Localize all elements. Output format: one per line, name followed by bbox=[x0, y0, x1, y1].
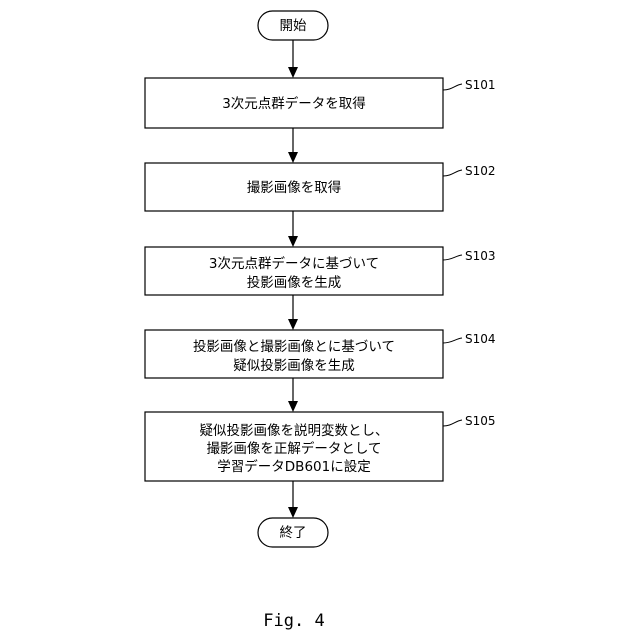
step-s103-text-line-2: 投影画像を生成 bbox=[247, 275, 342, 291]
step-s101: 3次元点群データを取得 S101 bbox=[145, 78, 496, 128]
step-s102: 撮影画像を取得 S102 bbox=[145, 163, 496, 211]
step-s101-id: S101 bbox=[465, 78, 496, 92]
start-terminal-label: 開始 bbox=[280, 18, 307, 34]
arrowhead bbox=[288, 319, 298, 330]
connector-s105-to-end bbox=[288, 481, 298, 518]
arrowhead bbox=[288, 401, 298, 412]
step-s101-text-line-1: 3次元点群データを取得 bbox=[222, 95, 366, 112]
step-s104-text-line-2: 疑似投影画像を生成 bbox=[233, 358, 355, 374]
start-terminal: 開始 bbox=[258, 11, 328, 40]
connector-s102-to-s103 bbox=[288, 211, 298, 247]
step-s105-id: S105 bbox=[465, 414, 496, 428]
step-s104-text-line-1: 投影画像と撮影画像とに基づいて bbox=[193, 338, 395, 355]
step-s104-id: S104 bbox=[465, 332, 496, 346]
step-s104-leader-line bbox=[443, 338, 462, 343]
connector-s103-to-s104 bbox=[288, 295, 298, 330]
step-s105-text-line-2: 撮影画像を正解データとして bbox=[206, 440, 381, 457]
step-s103-leader-line bbox=[443, 255, 462, 260]
arrowhead bbox=[288, 507, 298, 518]
step-s102-id: S102 bbox=[465, 164, 496, 178]
step-s103: 3次元点群データに基づいて 投影画像を生成 S103 bbox=[145, 247, 496, 295]
arrowhead bbox=[288, 67, 298, 78]
step-s102-text-line-1: 撮影画像を取得 bbox=[247, 179, 342, 196]
figure-caption: Fig. 4 bbox=[263, 611, 324, 631]
step-s105-leader-line bbox=[443, 420, 462, 426]
step-s105-text-line-3: 学習データDB601に設定 bbox=[217, 458, 370, 475]
connector-s104-to-s105 bbox=[288, 378, 298, 412]
step-s101-leader-line bbox=[443, 84, 462, 90]
arrowhead bbox=[288, 236, 298, 247]
step-s105: 疑似投影画像を説明変数とし、 撮影画像を正解データとして 学習データDB601に… bbox=[145, 412, 496, 481]
step-s103-text-line-1: 3次元点群データに基づいて bbox=[209, 255, 379, 272]
connector-start-to-s101 bbox=[288, 40, 298, 78]
connector-s101-to-s102 bbox=[288, 128, 298, 163]
arrowhead bbox=[288, 152, 298, 163]
end-terminal-label: 終了 bbox=[280, 525, 307, 541]
step-s103-id: S103 bbox=[465, 249, 496, 263]
step-s104: 投影画像と撮影画像とに基づいて 疑似投影画像を生成 S104 bbox=[145, 330, 496, 378]
end-terminal: 終了 bbox=[258, 518, 328, 547]
step-s102-leader-line bbox=[443, 170, 462, 176]
step-s105-text-line-1: 疑似投影画像を説明変数とし、 bbox=[200, 422, 389, 439]
